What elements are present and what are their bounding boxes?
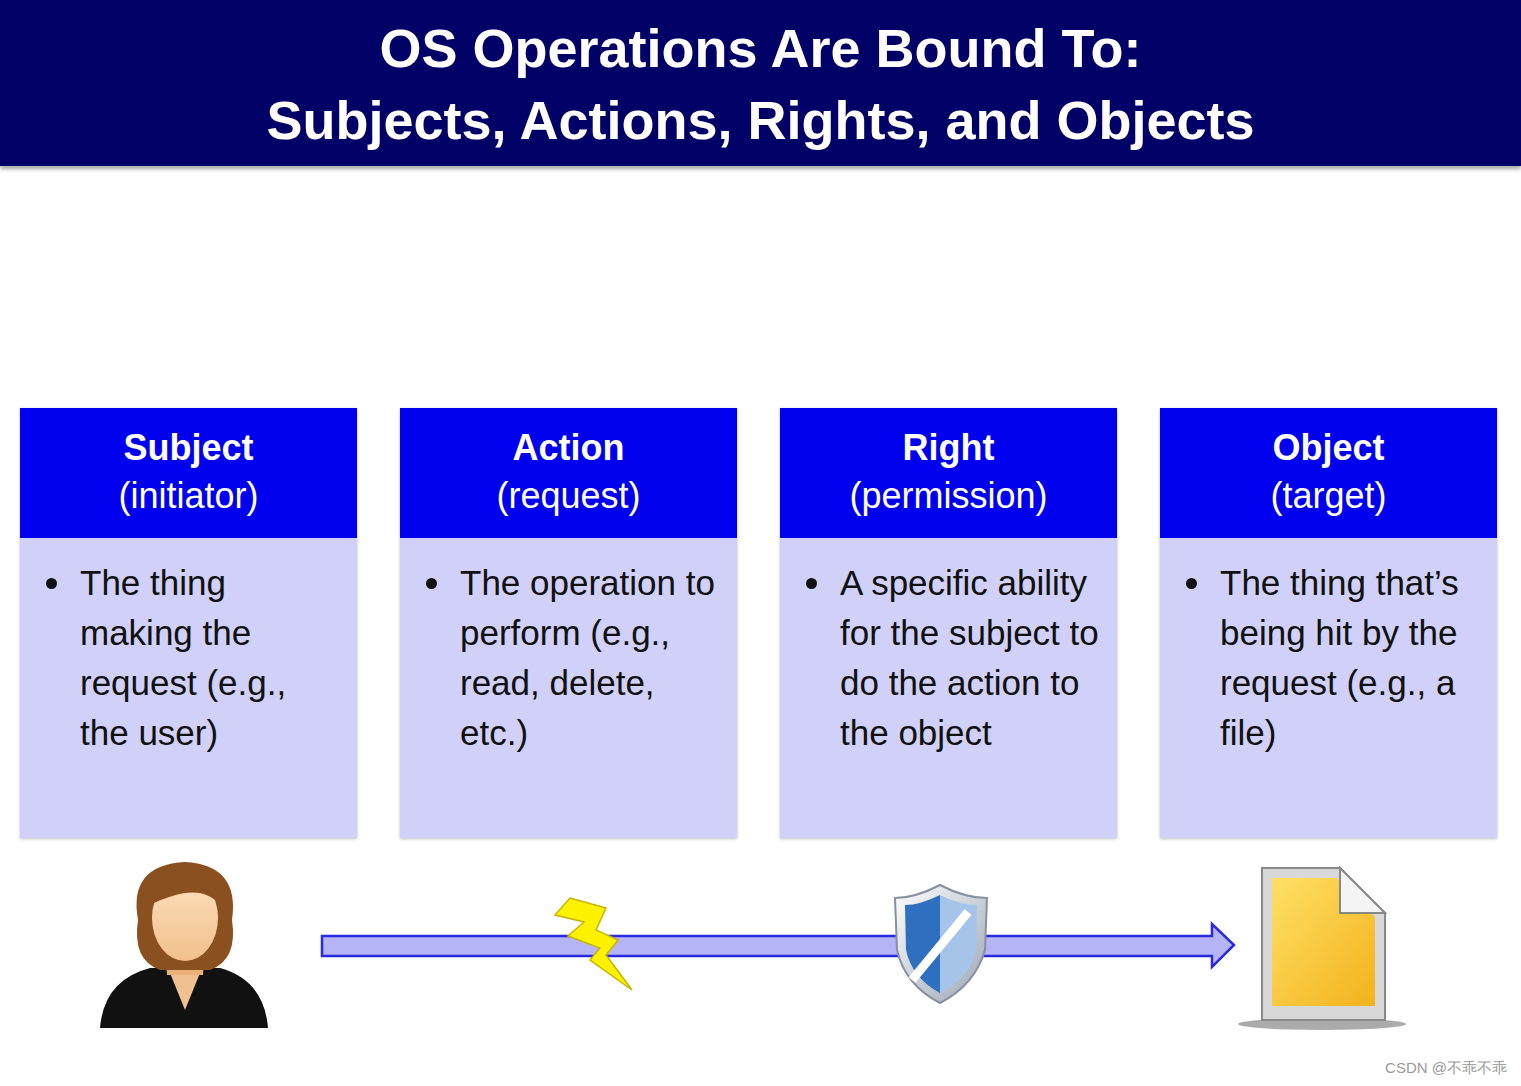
column-subtitle: (target) xyxy=(1170,472,1487,520)
concept-column: Right(permission) A specific ability for … xyxy=(780,408,1117,838)
bullet-dot xyxy=(1186,578,1197,589)
column-subtitle: (request) xyxy=(410,472,727,520)
column-header: Action(request) xyxy=(400,408,737,538)
bullet-text: The thing that’s being hit by the reques… xyxy=(1220,558,1483,758)
column-title: Subject xyxy=(30,424,347,472)
column-subtitle: (permission) xyxy=(790,472,1107,520)
column-body: The thing making the request (e.g., the … xyxy=(20,538,357,838)
title-line: Subjects, Actions, Rights, and Objects xyxy=(0,84,1521,156)
bullet-text: A specific ability for the subject to do… xyxy=(840,558,1103,758)
bullet-text: The thing making the request (e.g., the … xyxy=(80,558,343,758)
column-body: The thing that’s being hit by the reques… xyxy=(1160,538,1497,838)
bullet-dot xyxy=(46,578,57,589)
concept-column: Action(request) The operation to perform … xyxy=(400,408,737,838)
column-title: Object xyxy=(1170,424,1487,472)
title-line: OS Operations Are Bound To: xyxy=(0,12,1521,84)
shield-icon xyxy=(895,885,987,1003)
column-header: Object(target) xyxy=(1160,408,1497,538)
bullet-text: The operation to perform (e.g., read, de… xyxy=(460,558,723,758)
flow-arrow xyxy=(322,924,1234,967)
column-header: Right(permission) xyxy=(780,408,1117,538)
column-body: The operation to perform (e.g., read, de… xyxy=(400,538,737,838)
concept-column: Subject(initiator) The thing making the r… xyxy=(20,408,357,838)
concept-column: Object(target) The thing that’s being hit… xyxy=(1160,408,1497,838)
user-icon xyxy=(100,862,268,1028)
title: OS Operations Are Bound To:Subjects, Act… xyxy=(0,12,1521,156)
bullet-dot xyxy=(426,578,437,589)
bullet-dot xyxy=(806,578,817,589)
file-icon xyxy=(1238,868,1406,1030)
column-title: Right xyxy=(790,424,1107,472)
lightning-icon xyxy=(555,898,632,990)
column-body: A specific ability for the subject to do… xyxy=(780,538,1117,838)
column-title: Action xyxy=(410,424,727,472)
column-subtitle: (initiator) xyxy=(30,472,347,520)
column-header: Subject(initiator) xyxy=(20,408,357,538)
watermark: CSDN @不乖不乖 xyxy=(1385,1059,1507,1076)
